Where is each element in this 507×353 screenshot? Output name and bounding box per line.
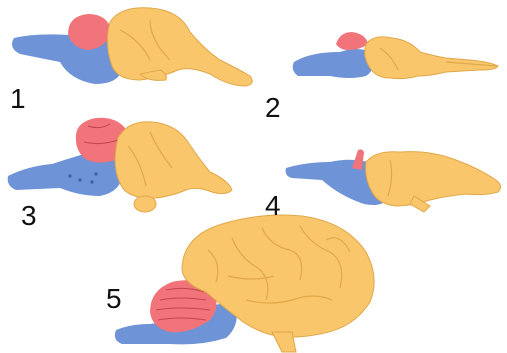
brain-2-cerebellum	[336, 32, 368, 50]
brain-4-forebrain	[366, 152, 501, 212]
brain-1	[12, 8, 252, 86]
brain-3	[8, 118, 232, 212]
brain-4-cerebellum	[352, 149, 364, 170]
brain-2-forebrain	[365, 37, 498, 79]
label-4: 4	[265, 192, 281, 220]
brain-2	[293, 32, 498, 79]
label-5: 5	[106, 285, 122, 313]
brain-2-hindbrain	[293, 49, 374, 78]
brain-3-forebrain	[115, 122, 232, 212]
brain-5	[115, 215, 374, 352]
brain-1-forebrain	[107, 8, 252, 86]
brain-4	[286, 149, 501, 212]
label-3: 3	[21, 202, 37, 230]
label-1: 1	[10, 85, 26, 113]
label-2: 2	[265, 94, 281, 122]
